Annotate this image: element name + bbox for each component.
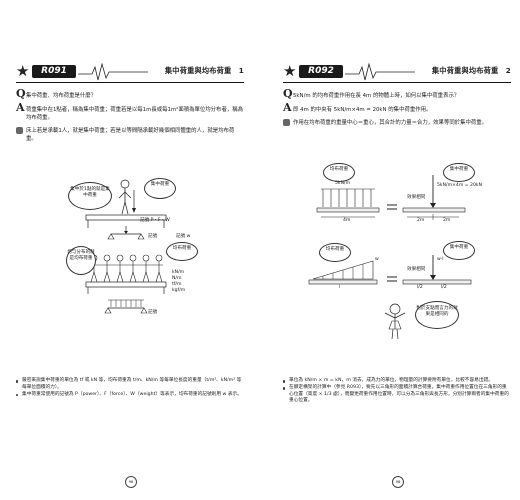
speech-distributed-2: 均布荷重: [319, 243, 351, 262]
question-text: 集中荷重、均布荷重是什麼？: [26, 93, 97, 99]
example-text: 作用在均布荷重的重量中心＝重心，其合計的力量＝合力，效果等同於集中荷重。: [293, 120, 488, 126]
note-item: 嚴密來說集中荷重的單位為 tf 或 kN 等，均布荷重為 t/m、kN/m 等每…: [16, 378, 244, 392]
unit-tf-m: tf/m: [172, 282, 182, 287]
star-icon: ★: [283, 62, 297, 80]
page-number: 98: [392, 476, 404, 488]
result-value: 5kN/m×4m = 20kN: [437, 183, 482, 188]
symbol-label-1: 記號 P・F・W: [140, 218, 170, 223]
note-label-2: 記號: [148, 310, 158, 315]
example: 床上若是承載1人，就是集中荷重；若是以等間隔承載好幾個相同體重的人，就是均布荷重…: [16, 127, 244, 143]
question-text: 5kN/m 的均布荷重作用在長 4m 的物體上時，如何以集中荷重表示？: [293, 93, 460, 99]
speech-distributed: 均布荷重: [166, 242, 198, 261]
unit-kn-m: kN/m: [172, 270, 185, 275]
span-l: l: [339, 285, 341, 290]
speech-concentrated-2: 集中荷重: [443, 241, 475, 260]
distributed-load-bubble: 均勻分布的就是均布荷重: [66, 246, 96, 275]
example-text: 床上若是承載1人，就是集中荷重；若是以等間隔承載好幾個相同體重的人，就是均布荷重…: [26, 128, 235, 142]
heartbeat-line-icon: [78, 62, 148, 81]
half-l-2: l/2: [441, 285, 447, 290]
unit-kgf-m: kgf/m: [172, 288, 186, 293]
equal-effect-label: 效果相同: [407, 195, 426, 200]
star-icon: ★: [16, 62, 30, 80]
page-title: 集中荷重與均布荷重 2: [431, 66, 511, 75]
header-rule: [16, 82, 244, 83]
equal-effect-label-2: 效果相同: [407, 267, 426, 272]
a-letter: A: [283, 101, 292, 114]
symbol-label-2: 記號 w: [176, 234, 191, 239]
header-rule: [283, 82, 511, 83]
q-letter: Q: [283, 87, 293, 100]
question: Q 集中荷重、均布荷重是什麼？: [16, 87, 244, 100]
half-span-1: 2m: [417, 218, 425, 223]
left-illustration: 集中於1點的就是集中荷重 集中荷重: [16, 170, 244, 330]
answer-text: 荷重集中在1點者，稱為集中荷重；荷重若是以每1m長或每1m²面積為單位均分布者，…: [26, 107, 244, 121]
speech-concentrated: 集中荷重: [144, 178, 176, 199]
left-page: ★ R091 集中荷重與均布荷重 1 Q 集中荷重、均布荷重是什麼？ A 荷重集…: [16, 62, 244, 488]
right-page: ★ R092 集中荷重與均布荷重 2 Q 5kN/m 的均布荷重作用在長 4m …: [283, 62, 511, 488]
answer: A 即 4m 的中央有 5kN/m×4m = 20kN 的集中荷重作用。: [283, 101, 511, 114]
speech-concentrated: 集中荷重: [443, 163, 475, 182]
half-l-1: l/2: [417, 285, 423, 290]
answer: A 荷重集中在1點者，稱為集中荷重；荷重若是以每1m長或每1m²面積為單位均分布…: [16, 101, 244, 122]
span-length: 4m: [343, 218, 351, 223]
girl-speech: 對於支點而言力的效果是相同的: [415, 301, 459, 329]
left-drawing: [85, 179, 167, 314]
example-icon: [283, 119, 290, 126]
section-code: R091: [32, 65, 76, 78]
section-code: R092: [299, 65, 343, 78]
q-letter: Q: [16, 87, 26, 100]
unit-n-m: N/m: [172, 276, 182, 281]
note-item: 單位為 kN/m × m = kN，m 消去，成為力的單位，物理量的計算要附有單…: [283, 378, 511, 385]
heartbeat-line-icon: [345, 62, 415, 81]
half-span-2: 2m: [443, 218, 451, 223]
note-item: 在靜定構架的計算中（參見 R093），要先以三角形的面積計算合荷重。集中荷重作用…: [283, 385, 511, 405]
left-notes: 嚴密來說集中荷重的單位為 tf 或 kN 等，均布荷重為 t/m、kN/m 等每…: [16, 378, 244, 398]
page-header: ★ R091 集中荷重與均布荷重 1: [16, 62, 244, 84]
right-notes: 單位為 kN/m × m = kN，m 消去，成為力的單位，物理量的計算要附有單…: [283, 378, 511, 405]
right-illustration: 均布荷重 5kN/m 4m 效果相同 集中荷重 5kN/m×4m = 20kN …: [283, 157, 511, 357]
page-header: ★ R092 集中荷重與均布荷重 2: [283, 62, 511, 84]
load-value: 5kN/m: [335, 181, 351, 186]
answer-text: 即 4m 的中央有 5kN/m×4m = 20kN 的集中荷重作用。: [293, 107, 432, 113]
page-title: 集中荷重與均布荷重 1: [164, 66, 244, 75]
example: 作用在均布荷重的重量中心＝重心，其合計的力量＝合力，效果等同於集中荷重。: [283, 119, 511, 127]
right-drawing: [308, 175, 472, 340]
speech-distributed: 均布荷重: [323, 163, 355, 182]
note-label-1: 記號: [148, 234, 158, 239]
question: Q 5kN/m 的均布荷重作用在長 4m 的物體上時，如何以集中荷重表示？: [283, 87, 511, 100]
point-load-bubble: 集中於1點的就是集中荷重: [68, 182, 112, 210]
note-item: 集中荷重常使用的記號為 P（power）、F（force）、W（weight）等…: [16, 392, 244, 399]
load-symbol-w: w: [375, 257, 379, 262]
a-letter: A: [16, 101, 25, 114]
wl-label: w·l: [437, 257, 444, 262]
page-number: 96: [125, 476, 137, 488]
example-icon: [16, 127, 23, 134]
